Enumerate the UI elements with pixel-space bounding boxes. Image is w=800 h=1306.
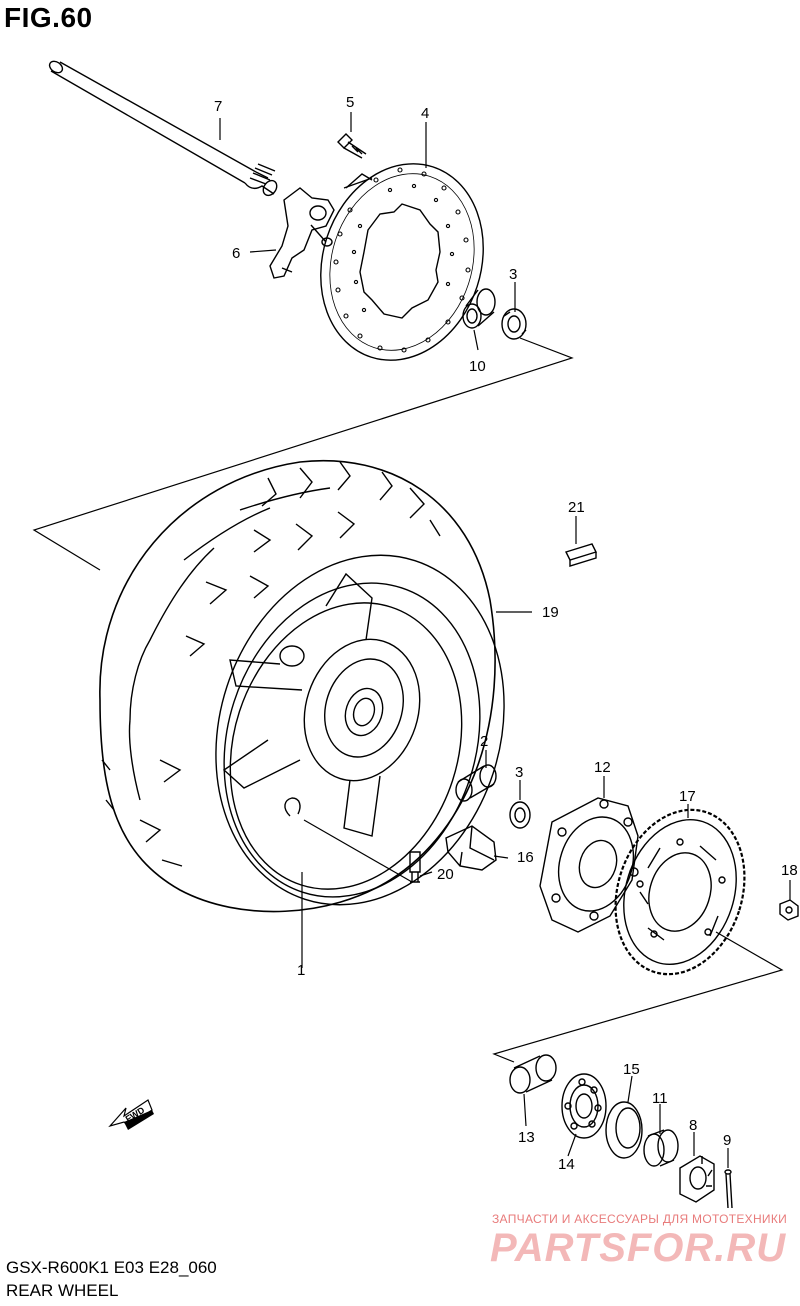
callout-7: 7 (214, 98, 222, 115)
part-brake-disc (320, 163, 484, 361)
callout-18: 18 (781, 862, 798, 879)
callout-10: 10 (469, 358, 486, 375)
callout-17: 17 (679, 788, 696, 805)
callout-13: 13 (518, 1129, 535, 1146)
watermark-brand: PARTSFOR.RU (490, 1226, 787, 1270)
part-oil-seal-upper (501, 308, 527, 340)
part-number-callouts: 7 5 4 3 6 10 21 19 2 3 12 17 16 20 18 1 … (214, 94, 798, 1173)
part-collar (462, 288, 496, 329)
forward-direction-badge: FWD (108, 1099, 154, 1130)
part-collar-lower (509, 1054, 557, 1094)
callout-1: 1 (297, 962, 305, 979)
callout-3-upper: 3 (509, 266, 517, 283)
part-oil-seal-15 (605, 1101, 643, 1159)
part-sprocket-nut (779, 899, 799, 921)
part-rear-sprocket (614, 808, 746, 976)
callout-20: 20 (437, 866, 454, 883)
callout-9: 9 (723, 1132, 731, 1149)
part-cush-damper (445, 825, 497, 871)
leader-lines (219, 112, 791, 1168)
part-disc-bolt (337, 133, 373, 189)
callout-21: 21 (568, 499, 585, 516)
callout-16: 16 (517, 849, 534, 866)
figure-title: FIG.60 (4, 2, 93, 33)
callout-15: 15 (623, 1061, 640, 1078)
part-cotter-pin (724, 1169, 733, 1209)
part-spacer (455, 764, 497, 802)
callout-19: 19 (542, 604, 559, 621)
part-balancer-weight (565, 543, 597, 567)
callout-5: 5 (346, 94, 354, 111)
part-axle (48, 60, 278, 197)
callout-8: 8 (689, 1117, 697, 1134)
part-sprocket-mount-drum (539, 797, 639, 933)
callout-12: 12 (594, 759, 611, 776)
callout-6: 6 (232, 245, 240, 262)
part-axle-nut (679, 1155, 715, 1203)
model-code: GSX-R600K1 E03 E28_060 (6, 1258, 217, 1277)
section-name: REAR WHEEL (6, 1281, 119, 1300)
part-spacer-11 (643, 1129, 679, 1167)
part-rear-wheel-tire (99, 460, 505, 913)
callout-4: 4 (421, 105, 429, 122)
callout-11: 11 (652, 1090, 668, 1107)
part-oil-seal-lower (509, 801, 531, 829)
watermark-tagline: ЗАПЧАСТИ И АКСЕССУАРЫ ДЛЯ МОТОТЕХНИКИ (492, 1212, 788, 1226)
callout-3-lower: 3 (515, 764, 523, 781)
callout-2: 2 (480, 733, 488, 750)
callout-14: 14 (558, 1156, 575, 1173)
part-chain-adjuster (269, 187, 335, 279)
part-bearing (561, 1073, 607, 1139)
